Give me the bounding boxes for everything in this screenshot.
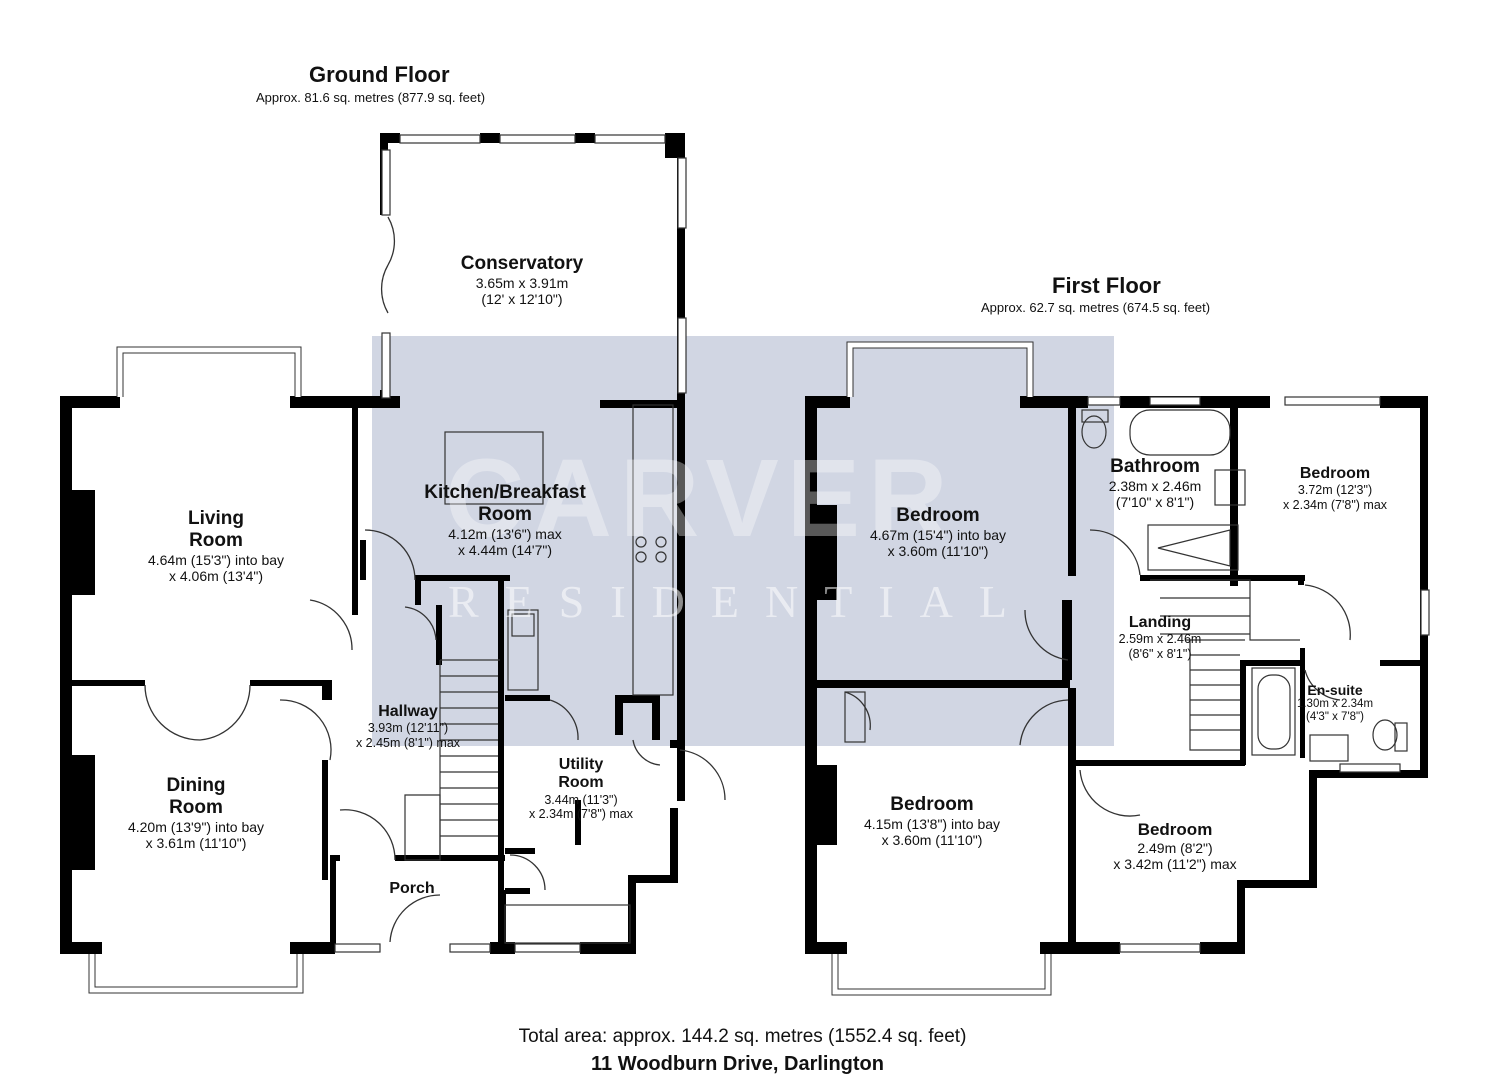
first-floor-walls: [805, 396, 1428, 954]
room-bedroom-1: Bedroom 4.67m (15'4") into bay x 3.60m (…: [838, 505, 1038, 559]
ground-floor-walls: [60, 133, 685, 954]
room-name: Landing: [1128, 614, 1192, 631]
first-floor-title: First Floor: [1052, 273, 1161, 298]
ground-floor-area: Approx. 81.6 sq. metres (877.9 sq. feet): [256, 90, 486, 105]
room-dim: 1.30m x 2.34m: [1296, 698, 1374, 711]
room-living: Living Room 4.64m (15'3") into bay x 4.0…: [116, 508, 316, 584]
room-name: Conservatory: [460, 253, 584, 274]
room-dim: x 3.60m (11'10"): [881, 831, 983, 848]
property-address: 11 Woodburn Drive, Darlington: [591, 1053, 884, 1075]
room-name: Bathroom: [1110, 456, 1200, 477]
room-name: Room: [189, 529, 243, 551]
window-frames: [88, 134, 1430, 996]
door-swings: [144, 216, 1351, 943]
room-name: Room: [478, 503, 532, 525]
room-name: Bedroom: [1299, 465, 1371, 482]
room-dim: 3.44m (11'3"): [544, 792, 618, 807]
room-dim: x 2.45m (8'1") max: [355, 735, 461, 750]
room-dim: 4.64m (15'3") into bay: [147, 551, 285, 568]
room-name: Kitchen/Breakfast: [424, 482, 586, 503]
room-landing: Landing 2.59m x 2.46m (8'6" x 8'1"): [1095, 614, 1225, 661]
room-name: Utility: [558, 756, 604, 773]
watermark-brand: CARVER: [445, 437, 956, 560]
room-dim: 3.65m x 3.91m: [475, 274, 569, 291]
room-name: Hallway: [378, 703, 438, 720]
room-dim: 3.72m (12'3"): [1297, 483, 1373, 498]
room-dim: (4'3" x 7'8"): [1306, 711, 1364, 724]
room-dim: 4.20m (13'9") into bay: [127, 818, 265, 835]
room-dim: 2.49m (8'2"): [1137, 839, 1213, 856]
room-bedroom-2: Bedroom 3.72m (12'3") x 2.34m (7'8") max: [1260, 465, 1410, 512]
room-dim: (8'6" x 8'1"): [1128, 646, 1192, 661]
room-name: Dining: [166, 775, 226, 796]
room-dim: x 4.44m (14'7"): [457, 541, 552, 558]
room-dim: x 3.61m (11'10"): [145, 834, 247, 851]
room-utility: Utility Room 3.44m (11'3") x 2.34m (7'8"…: [511, 756, 651, 822]
room-hallway: Hallway 3.93m (12'11") x 2.45m (8'1") ma…: [338, 703, 478, 750]
room-bedroom-4: Bedroom 2.49m (8'2") x 3.42m (11'2") max: [1095, 820, 1255, 872]
room-dining: Dining Room 4.20m (13'9") into bay x 3.6…: [96, 775, 296, 851]
room-name: Bedroom: [896, 505, 980, 526]
room-kitchen: Kitchen/Breakfast Room 4.12m (13'6") max…: [390, 482, 620, 558]
room-name: Room: [558, 774, 604, 792]
room-porch: Porch: [362, 880, 462, 898]
room-name: Living: [188, 508, 244, 529]
first-floor-area: Approx. 62.7 sq. metres (674.5 sq. feet): [981, 300, 1211, 315]
room-bedroom-3: Bedroom 4.15m (13'8") into bay x 3.60m (…: [832, 794, 1032, 848]
ground-floor-title: Ground Floor: [309, 62, 450, 87]
room-dim: 2.59m x 2.46m: [1118, 632, 1202, 647]
total-area: Total area: approx. 144.2 sq. metres (15…: [518, 1026, 967, 1047]
watermark-panel: [372, 336, 1114, 746]
room-dim: x 3.42m (11'2") max: [1113, 855, 1237, 872]
room-name: En-suite: [1307, 682, 1363, 698]
room-dim: 4.67m (15'4") into bay: [869, 526, 1007, 543]
watermark-sub: RESIDENTIAL: [448, 576, 1033, 627]
room-dim: x 3.60m (11'10"): [887, 542, 989, 559]
room-name: Bedroom: [1137, 820, 1213, 839]
room-dim: 2.38m x 2.46m: [1108, 477, 1202, 494]
room-dim: x 2.34m (7'8") max: [1282, 497, 1388, 512]
room-dim: (12' x 12'10"): [481, 290, 563, 307]
room-dim: x 2.34m (7'8") max: [528, 807, 634, 822]
room-dim: 4.12m (13'6") max: [448, 525, 562, 542]
fixtures: [404, 404, 1408, 944]
room-bathroom: Bathroom 2.38m x 2.46m (7'10" x 8'1"): [1085, 456, 1225, 510]
room-dim: x 4.06m (13'4"): [168, 567, 263, 584]
room-name: Bedroom: [890, 794, 974, 815]
room-name: Room: [169, 796, 223, 818]
room-ensuite: En-suite 1.30m x 2.34m (4'3" x 7'8"): [1280, 682, 1390, 725]
room-dim: 3.93m (12'11"): [367, 721, 449, 736]
room-dim: 4.15m (13'8") into bay: [863, 815, 1001, 832]
room-name: Porch: [389, 880, 435, 897]
room-dim: (7'10" x 8'1"): [1115, 493, 1195, 510]
room-conservatory: Conservatory 3.65m x 3.91m (12' x 12'10"…: [422, 253, 622, 307]
